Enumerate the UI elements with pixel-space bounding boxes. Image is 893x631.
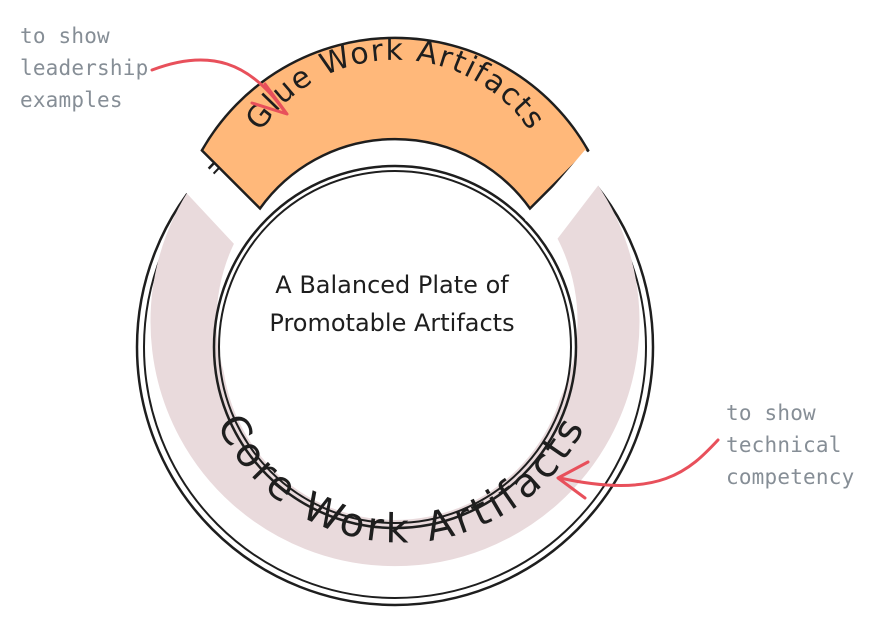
annotation-top-line-3: examples	[20, 88, 123, 112]
center-title-line-1: A Balanced Plate of	[275, 271, 509, 299]
center-title: A Balanced Plate of Promotable Artifacts	[236, 266, 548, 342]
annotation-bottom: to show technical competency	[726, 397, 854, 493]
glue-work-segment	[200, 36, 590, 211]
annotation-top: to show leadership examples	[20, 20, 148, 116]
center-plate	[222, 174, 568, 520]
segment-gap-right	[525, 150, 610, 242]
inner-ring-outline	[212, 164, 578, 530]
annotation-top-line-1: to show	[20, 24, 110, 48]
arrow-top-head	[250, 82, 289, 116]
annotation-bottom-line-2: technical	[726, 433, 842, 457]
inner-ring-outline-2	[218, 170, 572, 524]
annotation-bottom-line-3: competency	[726, 465, 855, 489]
segment-gap-left	[165, 150, 260, 245]
center-title-line-2: Promotable Artifacts	[269, 309, 515, 337]
arrow-bottom	[558, 438, 720, 487]
annotation-bottom-line-1: to show	[726, 401, 816, 425]
arrow-bottom-head	[556, 460, 590, 500]
annotation-top-line-2: leadership	[20, 56, 149, 80]
